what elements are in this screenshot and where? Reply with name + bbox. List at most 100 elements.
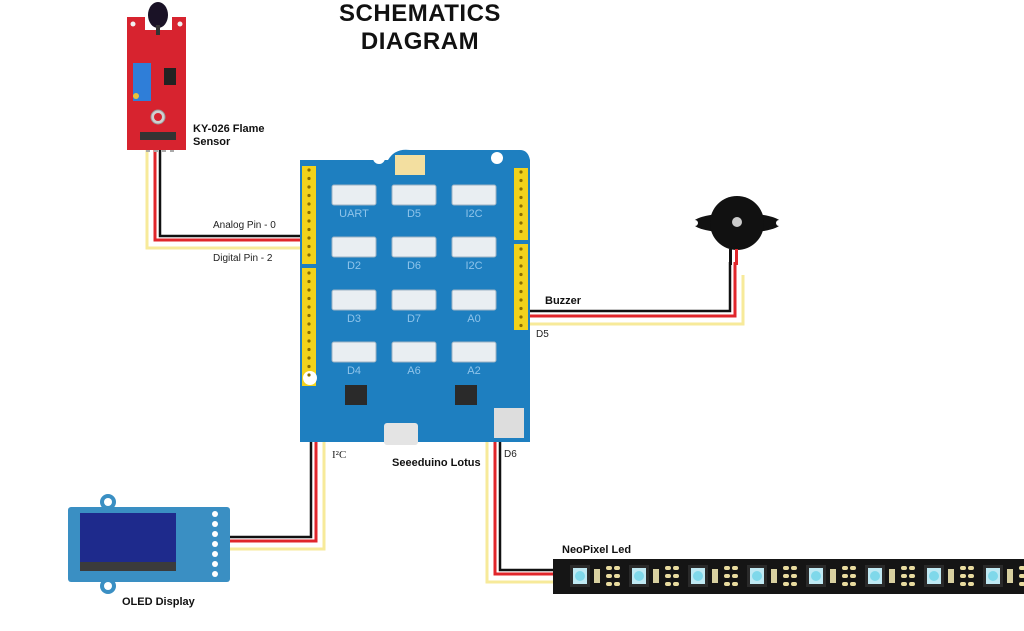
diagram-title: SCHEMATICS DIAGRAM [300, 0, 540, 56]
header-pin [307, 347, 311, 352]
flame-sensor-module [127, 2, 186, 152]
neopixel-led [806, 565, 856, 587]
header-pin [519, 255, 523, 260]
grove-port-d3: D3 [331, 289, 377, 325]
flame-sensor-label-line-2: Sensor [193, 136, 231, 148]
buzzer-pin-label: D5 [536, 329, 549, 340]
header-pin [519, 298, 523, 302]
grove-port-a6: A6 [391, 341, 437, 377]
usb-port [384, 423, 418, 445]
i2c-pin-label: I²C [332, 449, 347, 461]
analog-pin-label: Analog Pin - 0 [213, 220, 276, 231]
neopixel-led [688, 565, 738, 587]
grove-port-label: D6 [407, 260, 421, 272]
left-header-bottom [302, 268, 316, 386]
oled-pin [212, 531, 218, 537]
grove-port-uart: UART [331, 184, 377, 220]
grove-port-label: A2 [467, 365, 480, 377]
flame-sensor-label-line-1: KY-026 Flame [193, 123, 265, 135]
header-pin [307, 168, 311, 172]
header-pin [519, 247, 523, 251]
grove-port-i2c: I2C [451, 184, 497, 220]
header-pin [307, 296, 311, 301]
neopixel-led [629, 565, 679, 587]
neopixel-pin-label: D6 [504, 449, 517, 460]
oled-pin [212, 571, 218, 577]
header-pin [307, 339, 311, 343]
grove-port-label: I2C [465, 208, 482, 220]
header-pin [307, 288, 311, 292]
oled-pin [212, 561, 218, 567]
grove-port-label: UART [339, 208, 369, 220]
header-pin [307, 193, 311, 198]
oled-display-module [68, 494, 230, 594]
header-pin [307, 202, 311, 206]
board-label: Seeeduino Lotus [392, 457, 481, 469]
header-pin [307, 210, 311, 215]
oled-pin [212, 551, 218, 557]
right-header-bottom [514, 244, 528, 330]
header-pin [307, 219, 311, 223]
neopixel-led [570, 565, 620, 587]
grove-port-label: D4 [347, 365, 361, 377]
header-pin [519, 178, 523, 183]
header-pin [307, 236, 311, 240]
grove-port-label: I2C [465, 260, 482, 272]
oled-screen [80, 513, 176, 571]
neopixel-wires [485, 442, 556, 584]
grove-port-label: A0 [467, 313, 480, 325]
header-pin [307, 271, 311, 275]
grove-port-d4: D4 [331, 341, 377, 377]
buzzer-label: Buzzer [545, 295, 582, 307]
grove-port-a0: A0 [451, 289, 497, 325]
header-pin [307, 373, 311, 377]
header-pin [519, 264, 523, 268]
buzzer-module [692, 196, 782, 265]
oled-pin [212, 521, 218, 527]
grove-port-i2c: I2C [451, 236, 497, 272]
header-pin [307, 185, 311, 189]
header-pin [307, 330, 311, 335]
header-pin [519, 306, 523, 311]
grove-port-d6: D6 [391, 236, 437, 272]
header-pin [519, 204, 523, 208]
header-pin [519, 281, 523, 285]
grove-port-label: D2 [347, 260, 361, 272]
header-pin [519, 195, 523, 200]
oled-pin [212, 511, 218, 517]
buzzer-wires [520, 262, 745, 326]
grove-port-label: A6 [407, 365, 420, 377]
grove-port-d7: D7 [391, 289, 437, 325]
header-pin [307, 322, 311, 326]
neopixel-led [924, 565, 974, 587]
grove-port-d2: D2 [331, 236, 377, 272]
flame-sensor-ir-led [148, 2, 168, 28]
header-pin [307, 313, 311, 318]
oled-label: OLED Display [122, 596, 195, 608]
neopixel-label: NeoPixel Led [562, 544, 632, 556]
left-header-top [302, 166, 316, 264]
grove-port-a2: A2 [451, 341, 497, 377]
header-pin [307, 305, 311, 309]
header-pin [307, 176, 311, 181]
neopixel-led [983, 565, 1024, 587]
title-line-2: DIAGRAM [360, 28, 480, 55]
header-pin [519, 315, 523, 319]
header-pin [519, 187, 523, 191]
grove-port-label: D7 [407, 313, 421, 325]
header-pin [307, 356, 311, 360]
header-pin [519, 289, 523, 294]
header-pin [519, 212, 523, 217]
flame-sensor-wires [145, 150, 305, 250]
header-pin [519, 229, 523, 234]
header-pin [307, 253, 311, 257]
grove-port-label: D5 [407, 208, 421, 220]
header-pin [307, 244, 311, 249]
header-pin [519, 323, 523, 328]
header-pin [307, 279, 311, 284]
neopixel-strip [553, 559, 1024, 594]
header-pin [307, 227, 311, 232]
neopixel-led [747, 565, 797, 587]
